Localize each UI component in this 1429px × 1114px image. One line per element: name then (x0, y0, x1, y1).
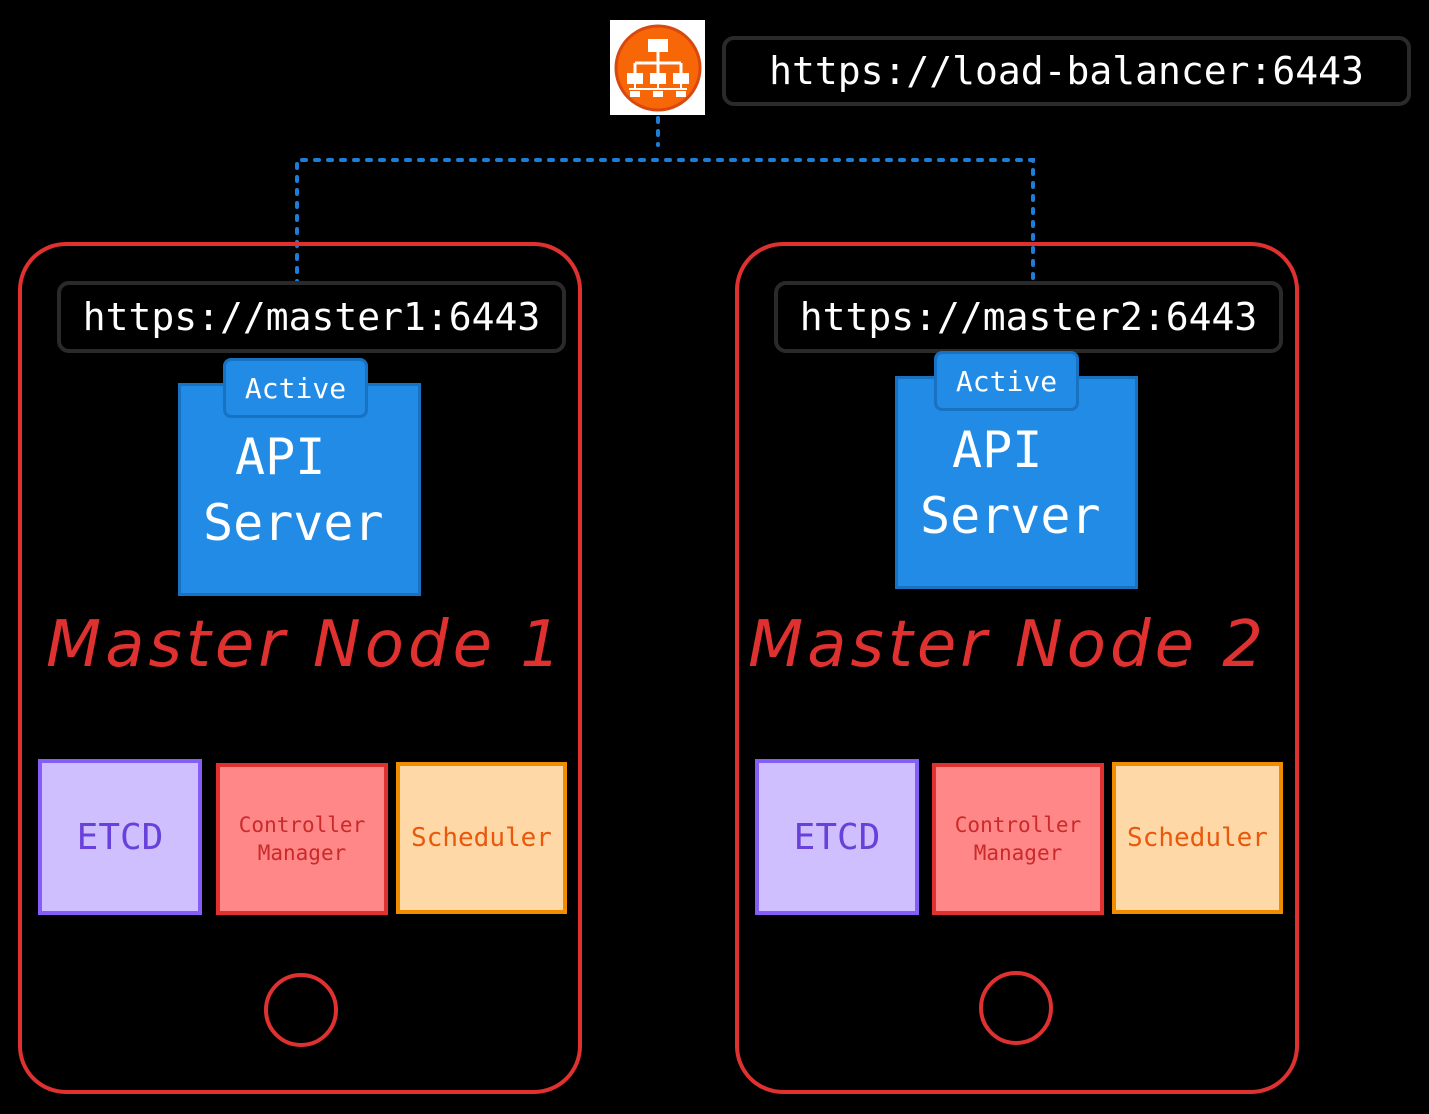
scheduler-label: Scheduler (1127, 823, 1268, 853)
home-button-icon (264, 973, 338, 1047)
load-balancer-url: https://load-balancer:6443 (722, 36, 1411, 106)
status-badge: Active (223, 358, 368, 418)
api-server: API Server (895, 376, 1138, 589)
etcd-label: ETCD (76, 816, 164, 858)
controller-manager-component: Controller Manager (932, 763, 1104, 915)
api-server-label-line2: Server (203, 494, 384, 552)
node-frame (735, 242, 1299, 1094)
api-server-label-line1: API (235, 428, 326, 486)
controller-manager-label-line1: Controller (238, 813, 366, 837)
controller-manager-label-line2: Manager (257, 841, 347, 865)
home-button-icon (979, 971, 1053, 1045)
node-url: https://master1:6443 (57, 281, 566, 353)
scheduler-label: Scheduler (411, 823, 552, 853)
api-server: API Server (178, 383, 421, 596)
node-title: Master Node 2 (748, 608, 1267, 682)
scheduler-component: Scheduler (396, 762, 567, 914)
etcd-component: ETCD (755, 759, 919, 915)
node-url: https://master2:6443 (774, 281, 1283, 353)
controller-manager-component: Controller Manager (216, 763, 388, 915)
status-badge: Active (934, 351, 1079, 411)
etcd-component: ETCD (38, 759, 202, 915)
controller-manager-label-line2: Manager (973, 841, 1063, 865)
load-balancer-connector (295, 116, 1035, 287)
api-server-label-line1: API (952, 421, 1043, 479)
scheduler-component: Scheduler (1112, 762, 1283, 914)
node-title: Master Node 1 (46, 608, 565, 682)
node-frame (18, 242, 582, 1094)
load-balancer-icon (614, 24, 701, 111)
api-server-label-line2: Server (920, 487, 1101, 545)
load-balancer (610, 20, 705, 115)
controller-manager-label-line1: Controller (954, 813, 1082, 837)
etcd-label: ETCD (793, 816, 881, 858)
